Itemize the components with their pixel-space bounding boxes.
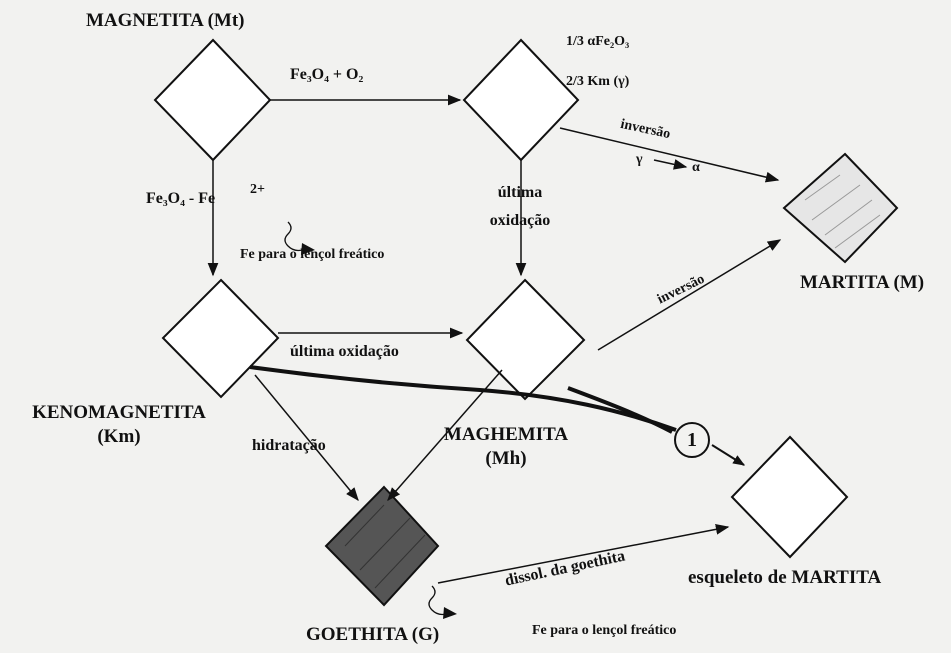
hidratacao-label: hidratação [252, 437, 326, 455]
mt-leach-charge: 2+ [250, 182, 265, 198]
fe-to-water-label-2: Fe para o lençol freático [532, 623, 676, 639]
fe-to-water-label-1: Fe para o lençol freático [240, 247, 384, 263]
route-1-path [250, 367, 676, 430]
route-1-branch [568, 388, 672, 432]
kenomagnetita-label: KENOMAGNETITA [4, 402, 234, 424]
kenomagnetita-crystal [163, 280, 278, 397]
magnetita-crystal [155, 40, 270, 160]
martita-crystal [784, 154, 897, 262]
ultima-oxidacao-label-1: última [470, 184, 570, 202]
route-1-arrow [712, 445, 744, 465]
leach-arrow-2 [429, 586, 446, 615]
mt-leach-label: Fe₃O₄ - Fe [146, 190, 215, 208]
magnetita-label: MAGNETITA (Mt) [86, 10, 245, 32]
route-1-badge: 1 [674, 422, 710, 458]
esqueleto-label: esqueleto de MARTITA [688, 567, 881, 589]
kenomagnetita-abbrev: (Km) [4, 426, 234, 448]
goethita-crystal [326, 487, 438, 605]
arrow-inversion-small [654, 160, 686, 167]
martita-label: MARTITA (M) [800, 272, 924, 294]
inversion-alpha: α [692, 160, 700, 176]
inversion-gamma: γ [636, 152, 643, 168]
ultima-oxidacao-label-2: oxidação [470, 212, 570, 230]
maghemita-label: MAGHEMITA [436, 424, 576, 446]
goethita-label: GOETHITA (G) [306, 624, 439, 646]
mt-oxidation-label: Fe₃O₄ + O₂ [290, 66, 363, 84]
maghemita-abbrev: (Mh) [436, 448, 576, 470]
intermediate-formula-1: 1/3 αFe₂O₃ [566, 34, 629, 50]
magnetita-intermediate-crystal [464, 40, 578, 160]
km-to-mh-label: última oxidação [290, 343, 399, 361]
leach-arrow-2-head [443, 607, 457, 619]
maghemita-crystal [467, 280, 584, 399]
esqueleto-crystal [732, 437, 847, 557]
intermediate-formula-2: 2/3 Km (γ) [566, 74, 629, 90]
